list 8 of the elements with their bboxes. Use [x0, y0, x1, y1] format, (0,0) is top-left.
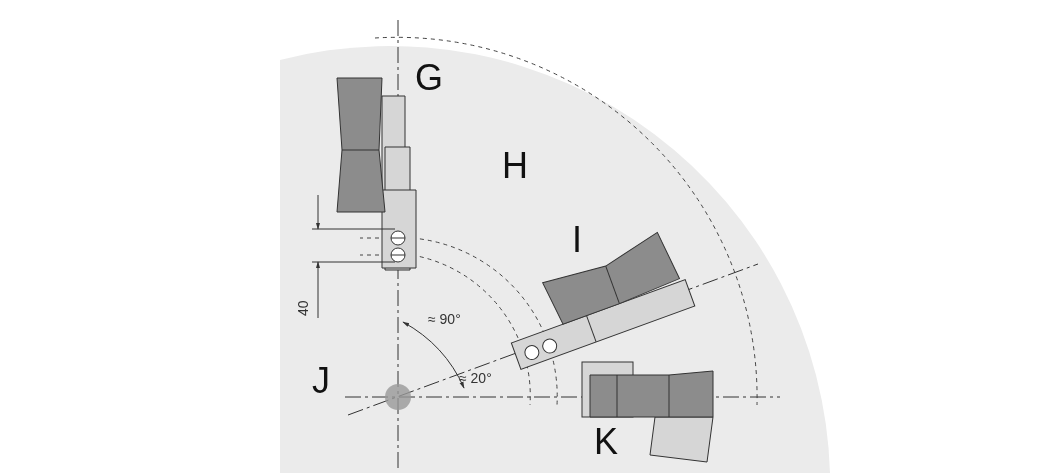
angle-label: ≈ 20°	[459, 371, 492, 385]
callout-letter: K	[594, 424, 618, 460]
callout-letter: J	[312, 363, 330, 399]
angle-label: ≈ 90°	[428, 312, 461, 326]
callout-letter: G	[415, 60, 443, 96]
dimension-value: 40	[296, 300, 310, 316]
callout-letter: I	[572, 222, 582, 258]
callout-letter: H	[502, 148, 528, 184]
